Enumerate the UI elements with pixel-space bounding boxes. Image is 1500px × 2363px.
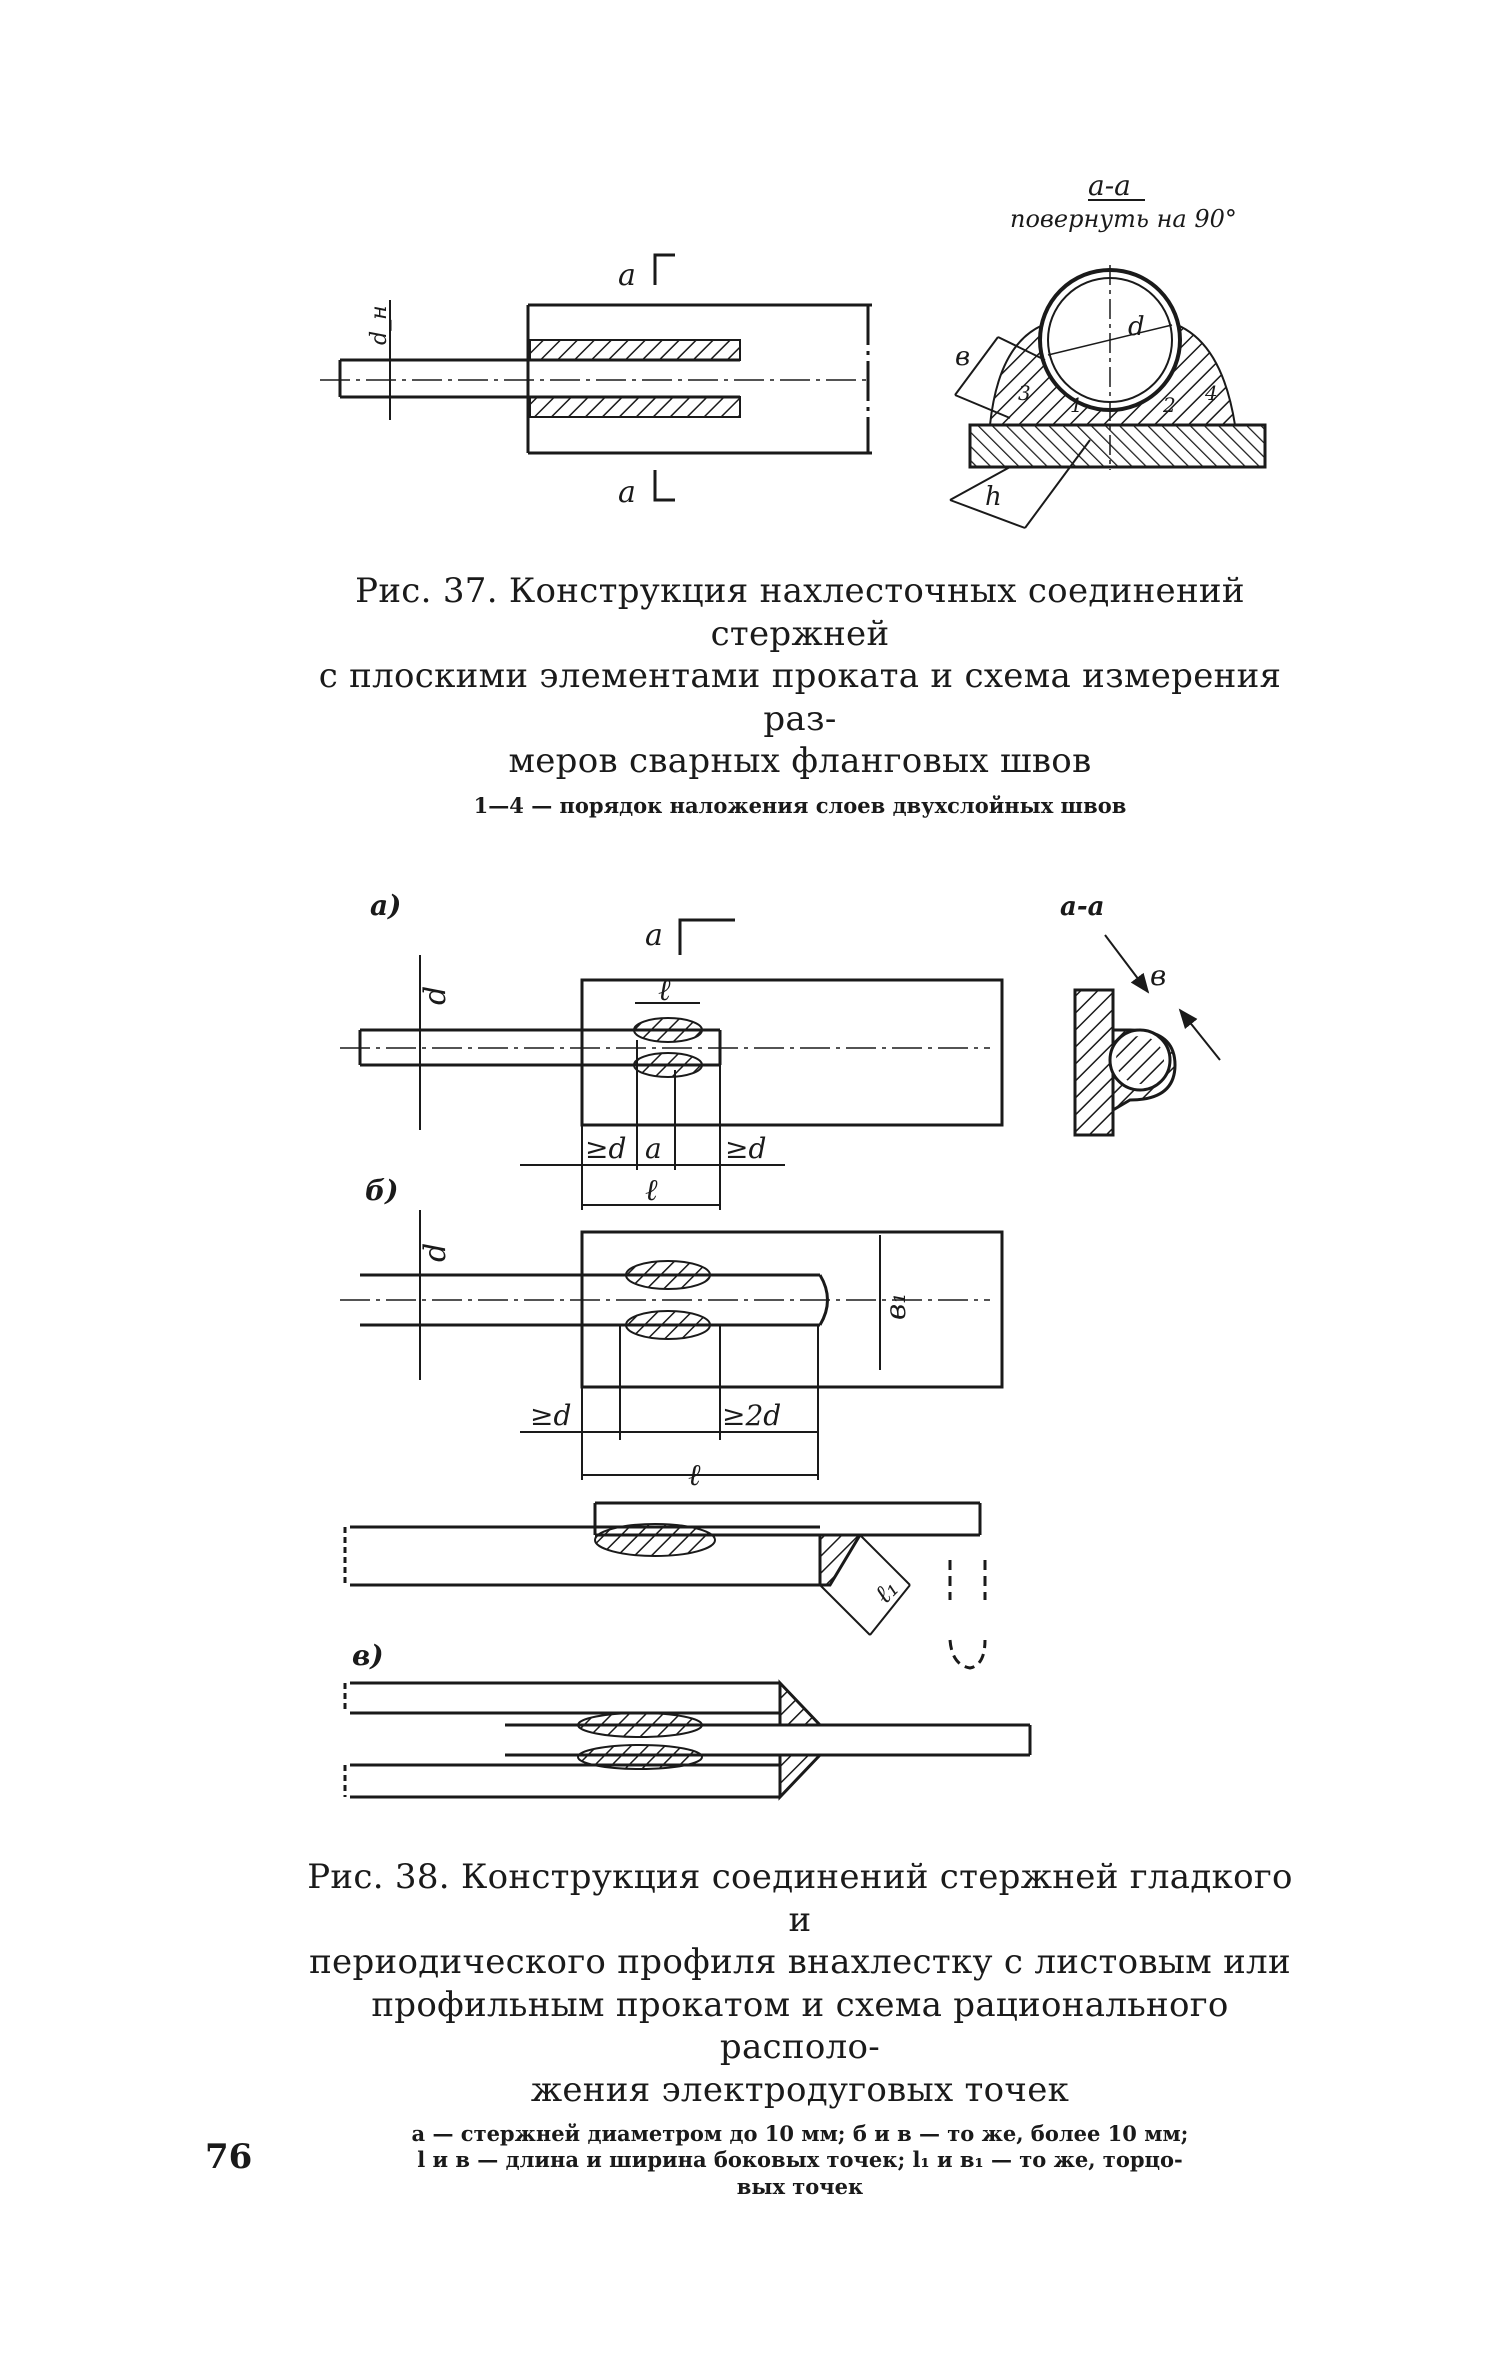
- panel-b-plate: [580, 1230, 1004, 1389]
- panel-b-weld-points: [625, 1260, 711, 1340]
- plate-outline: [526, 303, 872, 455]
- dim-b-line: [954, 336, 1046, 419]
- panel-a-plate: [580, 978, 1004, 1127]
- caption-line: жения электродуговых точек: [530, 2069, 1070, 2110]
- layer-4: 4: [1204, 381, 1218, 405]
- caption-note-line: вых точек: [736, 2173, 864, 2199]
- panel-c-drawing: [343, 1681, 1032, 1799]
- section-aa-dim-b: в: [1150, 959, 1166, 992]
- caption-line: Рис. 37. Конструкция нахлесточных соедин…: [355, 571, 1245, 654]
- panel-b-dim-ge-2d: ≥2d: [722, 1399, 781, 1432]
- panel-b-side-weld: [594, 1523, 716, 1557]
- panel-c-label: в): [352, 1639, 384, 1672]
- dim-h-label: h: [985, 482, 1002, 512]
- page-number: 76: [205, 2137, 253, 2177]
- figure-38-drawing: а) а d ℓ ≥d а ≥d ℓ а-а в: [340, 889, 1221, 1801]
- panel-a-dim-ge-d-left: ≥d: [585, 1132, 626, 1165]
- caption-note-line: l и в — длина и ширина боковых точек; l₁…: [417, 2147, 1183, 2173]
- figure-37-drawing: a a d_н a-a повернуть на 90° d 1 2 3 4 в…: [320, 169, 1267, 529]
- panel-b-dim-ge-d: ≥d: [530, 1399, 571, 1432]
- panel-b-end-dim: [819, 1534, 911, 1636]
- cut-mark-bottom: a: [618, 475, 636, 510]
- caption-line: периодического профиля внахлестку с лист…: [309, 1942, 1291, 1982]
- panel-a-dim-a: а: [645, 1132, 662, 1165]
- panel-b-dim-d: d: [418, 1243, 453, 1262]
- panel-a-weld-points: [633, 1017, 703, 1078]
- cut-mark-a: а: [645, 918, 663, 953]
- caption-line: Рис. 38. Конструкция соединений стержней…: [307, 1857, 1293, 1940]
- section-aa-label: а-а: [1060, 892, 1104, 922]
- section-aa-view: [1073, 988, 1177, 1137]
- caption-note-line: а — стержней диаметром до 10 мм; б и в —…: [411, 2121, 1189, 2146]
- section-view: [968, 265, 1267, 470]
- section-cut-marks: [653, 253, 675, 502]
- panel-a-label: а): [370, 889, 401, 922]
- section-aa-dim: [1104, 934, 1221, 1061]
- caption-line: профильным прокатом и схема рациональног…: [371, 1984, 1229, 2068]
- panel-c-weld-bottom: [577, 1744, 703, 1770]
- layer-2: 2: [1162, 393, 1176, 417]
- figure-38-caption: Рис. 38. Конструкция соединений стержней…: [300, 1856, 1300, 2200]
- cut-mark-a-line: [678, 918, 735, 955]
- panel-b-dim-l: ℓ: [688, 1458, 701, 1493]
- panel-a-dim-d: d: [418, 986, 453, 1005]
- layer-3: 3: [1018, 381, 1031, 405]
- panel-a-dims: [419, 955, 785, 1210]
- panel-b-side-view: [343, 1501, 987, 1670]
- caption-line: меров сварных фланговых швов: [508, 741, 1092, 781]
- panel-c-end-weld-top: [778, 1679, 824, 1727]
- figure-37-caption: Рис. 37. Конструкция нахлесточных соедин…: [300, 570, 1300, 819]
- panel-c-weld-top: [577, 1712, 703, 1738]
- section-label: a-a: [1088, 169, 1131, 202]
- panel-b-dim-l1: ℓ₁: [869, 1574, 905, 1610]
- thickness-dimension: [376, 300, 404, 420]
- panel-b-rod: [340, 1273, 990, 1327]
- panel-c-end-weld-bottom: [778, 1753, 824, 1801]
- dim-h-line: [949, 439, 1091, 529]
- caption-line: с плоскими элементами проката и схема из…: [318, 656, 1282, 739]
- caption-note: 1—4 — порядок наложения слоев двухслойны…: [473, 792, 1127, 818]
- cut-mark-top: a: [618, 258, 636, 293]
- panel-b-dim-b1: в₁: [879, 1292, 912, 1320]
- panel-b-end-weld: [818, 1533, 863, 1587]
- flank-welds: [529, 339, 741, 418]
- panel-a-dim-ge-d-right: ≥d: [725, 1132, 766, 1165]
- dim-diameter-label: d: [1128, 312, 1145, 342]
- panel-a-dim-l-top: ℓ: [658, 973, 671, 1008]
- panel-a-dim-l-bottom: ℓ: [645, 1173, 658, 1208]
- dim-b-label: в: [955, 342, 970, 372]
- dim-thickness-label: d_н: [367, 305, 392, 345]
- section-note: повернуть на 90°: [1010, 205, 1237, 233]
- layer-1: 1: [1070, 393, 1083, 417]
- panel-b-label: б): [365, 1174, 398, 1207]
- rod: [320, 358, 870, 399]
- panel-b-dims: [419, 1210, 881, 1480]
